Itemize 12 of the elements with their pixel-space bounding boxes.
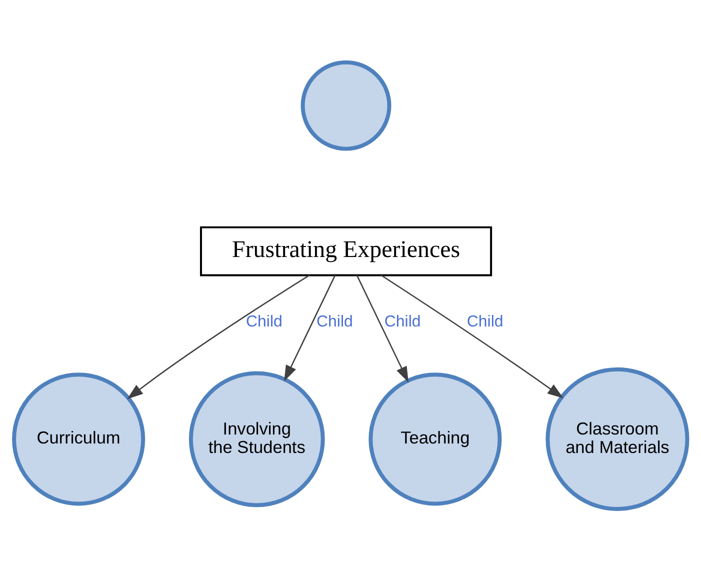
edge-label: Child [316,314,353,331]
arrow [380,274,564,398]
edge-label: Child [384,314,421,331]
edge-label: Child [466,314,504,331]
edge-label: Child [246,314,282,331]
node-circle: Teaching [368,372,502,506]
arrow [284,275,336,382]
arrow [356,275,409,383]
node-circle: Involving the Students [188,371,325,508]
node-box: Frustrating Experiences [200,226,492,276]
arrow [127,274,310,400]
node-circle [300,60,392,151]
